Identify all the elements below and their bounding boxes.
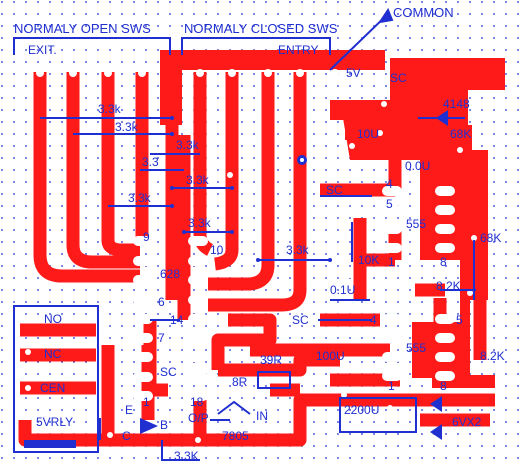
silkscreen-layer [13, 7, 476, 461]
label-2200u: 2200U [344, 403, 380, 417]
markers [170, 116, 332, 262]
trace-nc-3 [208, 72, 275, 291]
label-sc-top: SC [390, 71, 407, 85]
label-pin1-c: 1 [388, 379, 395, 393]
pad-no-4 [138, 69, 146, 77]
label-pin1-b: 1 [143, 395, 150, 409]
label-68k-a: 68K [450, 127, 472, 141]
label-0-1u: 0.1U [330, 283, 356, 297]
label-r3k3-5: 3.3k [186, 173, 209, 187]
ground-plane-2 [340, 100, 465, 160]
label-pin4-b: 4 [370, 313, 377, 327]
label-pin7: 7 [158, 331, 165, 345]
label-in: IN [256, 409, 268, 423]
relay-outline [13, 305, 99, 453]
label-pin8-a: 8 [440, 255, 447, 269]
label-pin14: 14 [170, 313, 184, 327]
trace-nc-4 [208, 72, 307, 312]
trace-no-1 [33, 72, 140, 283]
label-pin4-a: 4 [386, 177, 393, 191]
label-sc-mid: SC [326, 183, 343, 197]
ic555-lower-pads [382, 314, 455, 381]
label-pin5-a: 5 [386, 197, 393, 211]
label-relay-nc: NC [44, 347, 62, 361]
common-arrow [329, 13, 389, 71]
label-normally-open: NORMALY OPEN SWS [14, 21, 151, 36]
label-sc-b: SC [292, 313, 309, 327]
label-5vrly: 5VRLY [36, 415, 74, 429]
transistor-symbol [140, 418, 158, 434]
label-normally-closed: NORMALY CLOSED SWS [184, 21, 338, 36]
label-555-a: 555 [406, 217, 427, 231]
label-8-2k-a: 8.2K [436, 279, 461, 293]
ic628-left-pads [133, 236, 153, 401]
label-6vx2: 6VX2 [452, 415, 482, 429]
label-transistor-e: E [125, 403, 134, 417]
pad-nc-4 [296, 69, 304, 77]
label-relay-cen: CEN [40, 381, 66, 395]
cap-2200u [339, 397, 417, 433]
label-pin5-b: 5 [456, 313, 463, 327]
label-10u: 10U [357, 127, 380, 141]
ic555-upper-pads [382, 186, 455, 253]
label-exit: EXIT. [28, 43, 57, 57]
label-r3k3-4: 3.3 [142, 155, 159, 169]
label-common: COMMON [393, 5, 454, 20]
label-39r: 39R [260, 353, 283, 367]
pad-no-3 [104, 69, 112, 77]
pad-nc-2 [228, 69, 236, 77]
label-pin18: 18 [190, 395, 204, 409]
pad-nc-1 [196, 69, 204, 77]
label-relay-no: NO [44, 312, 62, 326]
label-4148: 4148 [443, 97, 470, 111]
bracket-normally-closed [181, 37, 331, 55]
label-op: O/P [188, 411, 209, 425]
label-pin1-a: 1 [388, 255, 395, 269]
regulator-symbol [217, 400, 251, 415]
label-10k: 10K [358, 253, 380, 267]
pad-nc-3 [264, 69, 272, 77]
label-7805: 7805 [222, 429, 249, 443]
label-r3k3-2: 3.3k [115, 120, 138, 134]
trace-nc-2 [213, 72, 239, 271]
top-bus [160, 50, 385, 70]
label-pin6: 6 [158, 295, 165, 309]
label-r3k3-1: 3.3k [98, 102, 121, 116]
label-68k-b: 68K [480, 231, 502, 245]
pad-no-2 [69, 69, 77, 77]
label-transistor-b: B [160, 418, 169, 432]
trace-no-3 [101, 72, 140, 257]
label-pin9: 9 [143, 230, 150, 244]
label-transistor-c: C [122, 429, 131, 443]
label-r3k3-8: 3.3k [286, 243, 309, 257]
label-r3k3-3: 3.3k [176, 138, 199, 152]
label-8r: 8R [232, 375, 248, 389]
label-sc-low: SC [160, 365, 177, 379]
label-r3k3-7: 3.3k [188, 216, 211, 230]
label-8-2k-b: 8.2K [480, 349, 505, 363]
label-entry: ENTRY [278, 43, 319, 57]
label-pin10: 10 [210, 243, 224, 257]
label-r3k3-6: 3.3k [128, 191, 151, 205]
label-0-0u: 0.0U [405, 159, 431, 173]
pad-common [331, 69, 339, 77]
label-3-3k-bottom: 3.3K [174, 449, 199, 463]
ic628-right-pads [188, 236, 208, 401]
trace-no-2 [66, 72, 140, 269]
label-100u: 100U [316, 349, 345, 363]
label-628: 628 [160, 267, 181, 281]
bracket-normally-open [13, 37, 171, 55]
label-555-b: 555 [406, 341, 427, 355]
label-pin8-c: 8 [440, 379, 447, 393]
label-5v: 5V [346, 66, 361, 80]
pad-no-1 [36, 69, 44, 77]
